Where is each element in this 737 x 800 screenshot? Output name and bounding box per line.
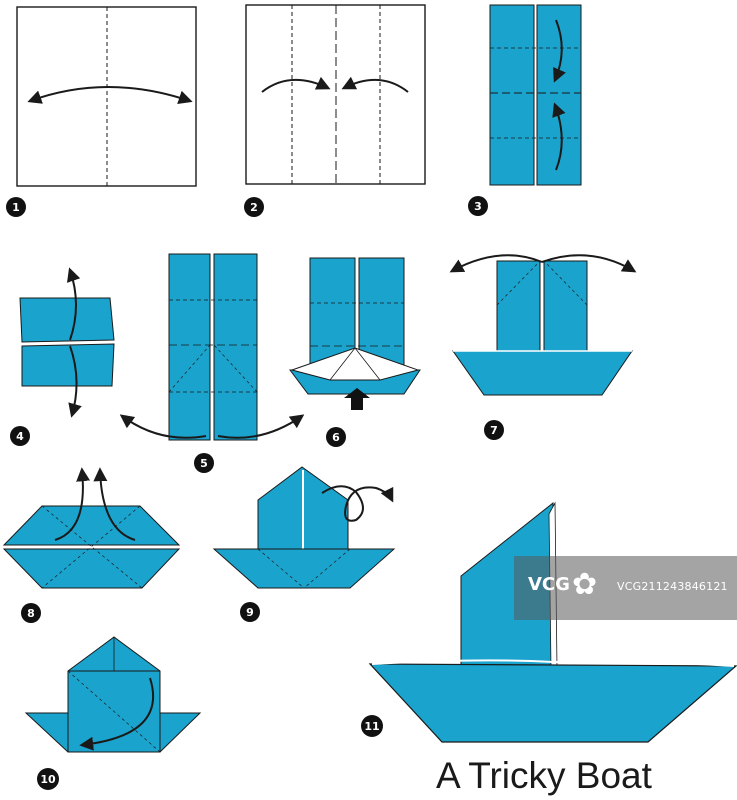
step-number: 6: [332, 431, 340, 444]
step-badge: 1: [6, 197, 26, 217]
step-7-diagram: [449, 254, 637, 396]
step-badge: 2: [244, 197, 264, 217]
step-badge: 11: [361, 715, 383, 737]
step-badge: 7: [484, 420, 504, 440]
step-number: 1: [12, 201, 20, 214]
watermark: VCG ✿ VCG211243846121: [514, 556, 737, 620]
step-6-diagram: [289, 257, 421, 410]
step-number: 5: [200, 457, 208, 470]
step-badge: 5: [194, 453, 214, 473]
step-4-diagram: [19, 267, 115, 418]
step-badge: 8: [21, 603, 41, 623]
step-3-diagram: [489, 4, 582, 186]
step-5-diagram: [119, 253, 305, 441]
step-number: 3: [474, 200, 482, 213]
step-badge: 9: [240, 602, 260, 622]
step-number: 9: [246, 606, 254, 619]
step-1-diagram: [16, 6, 197, 187]
step-2-diagram: [245, 4, 426, 185]
step-badge: 6: [326, 427, 346, 447]
step-badge: 4: [10, 426, 30, 446]
step-9-diagram: [212, 466, 396, 589]
step-badge: 3: [468, 196, 488, 216]
step-number: 11: [364, 720, 379, 733]
step-number: 7: [490, 424, 498, 437]
step-number: 10: [40, 773, 56, 786]
step-10-diagram: [24, 636, 202, 753]
watermark-id: VCG211243846121: [617, 580, 728, 593]
step-11-diagram: [368, 501, 737, 743]
step-number: 4: [16, 430, 24, 443]
diagram-title: A Tricky Boat: [436, 755, 652, 796]
step-number: 8: [27, 607, 35, 620]
step-number: 2: [250, 201, 258, 214]
watermark-logo: VCG: [528, 574, 570, 595]
step-badge: 10: [37, 768, 59, 790]
step-8-diagram: [2, 467, 181, 589]
watermark-flower-icon: ✿: [572, 567, 598, 602]
